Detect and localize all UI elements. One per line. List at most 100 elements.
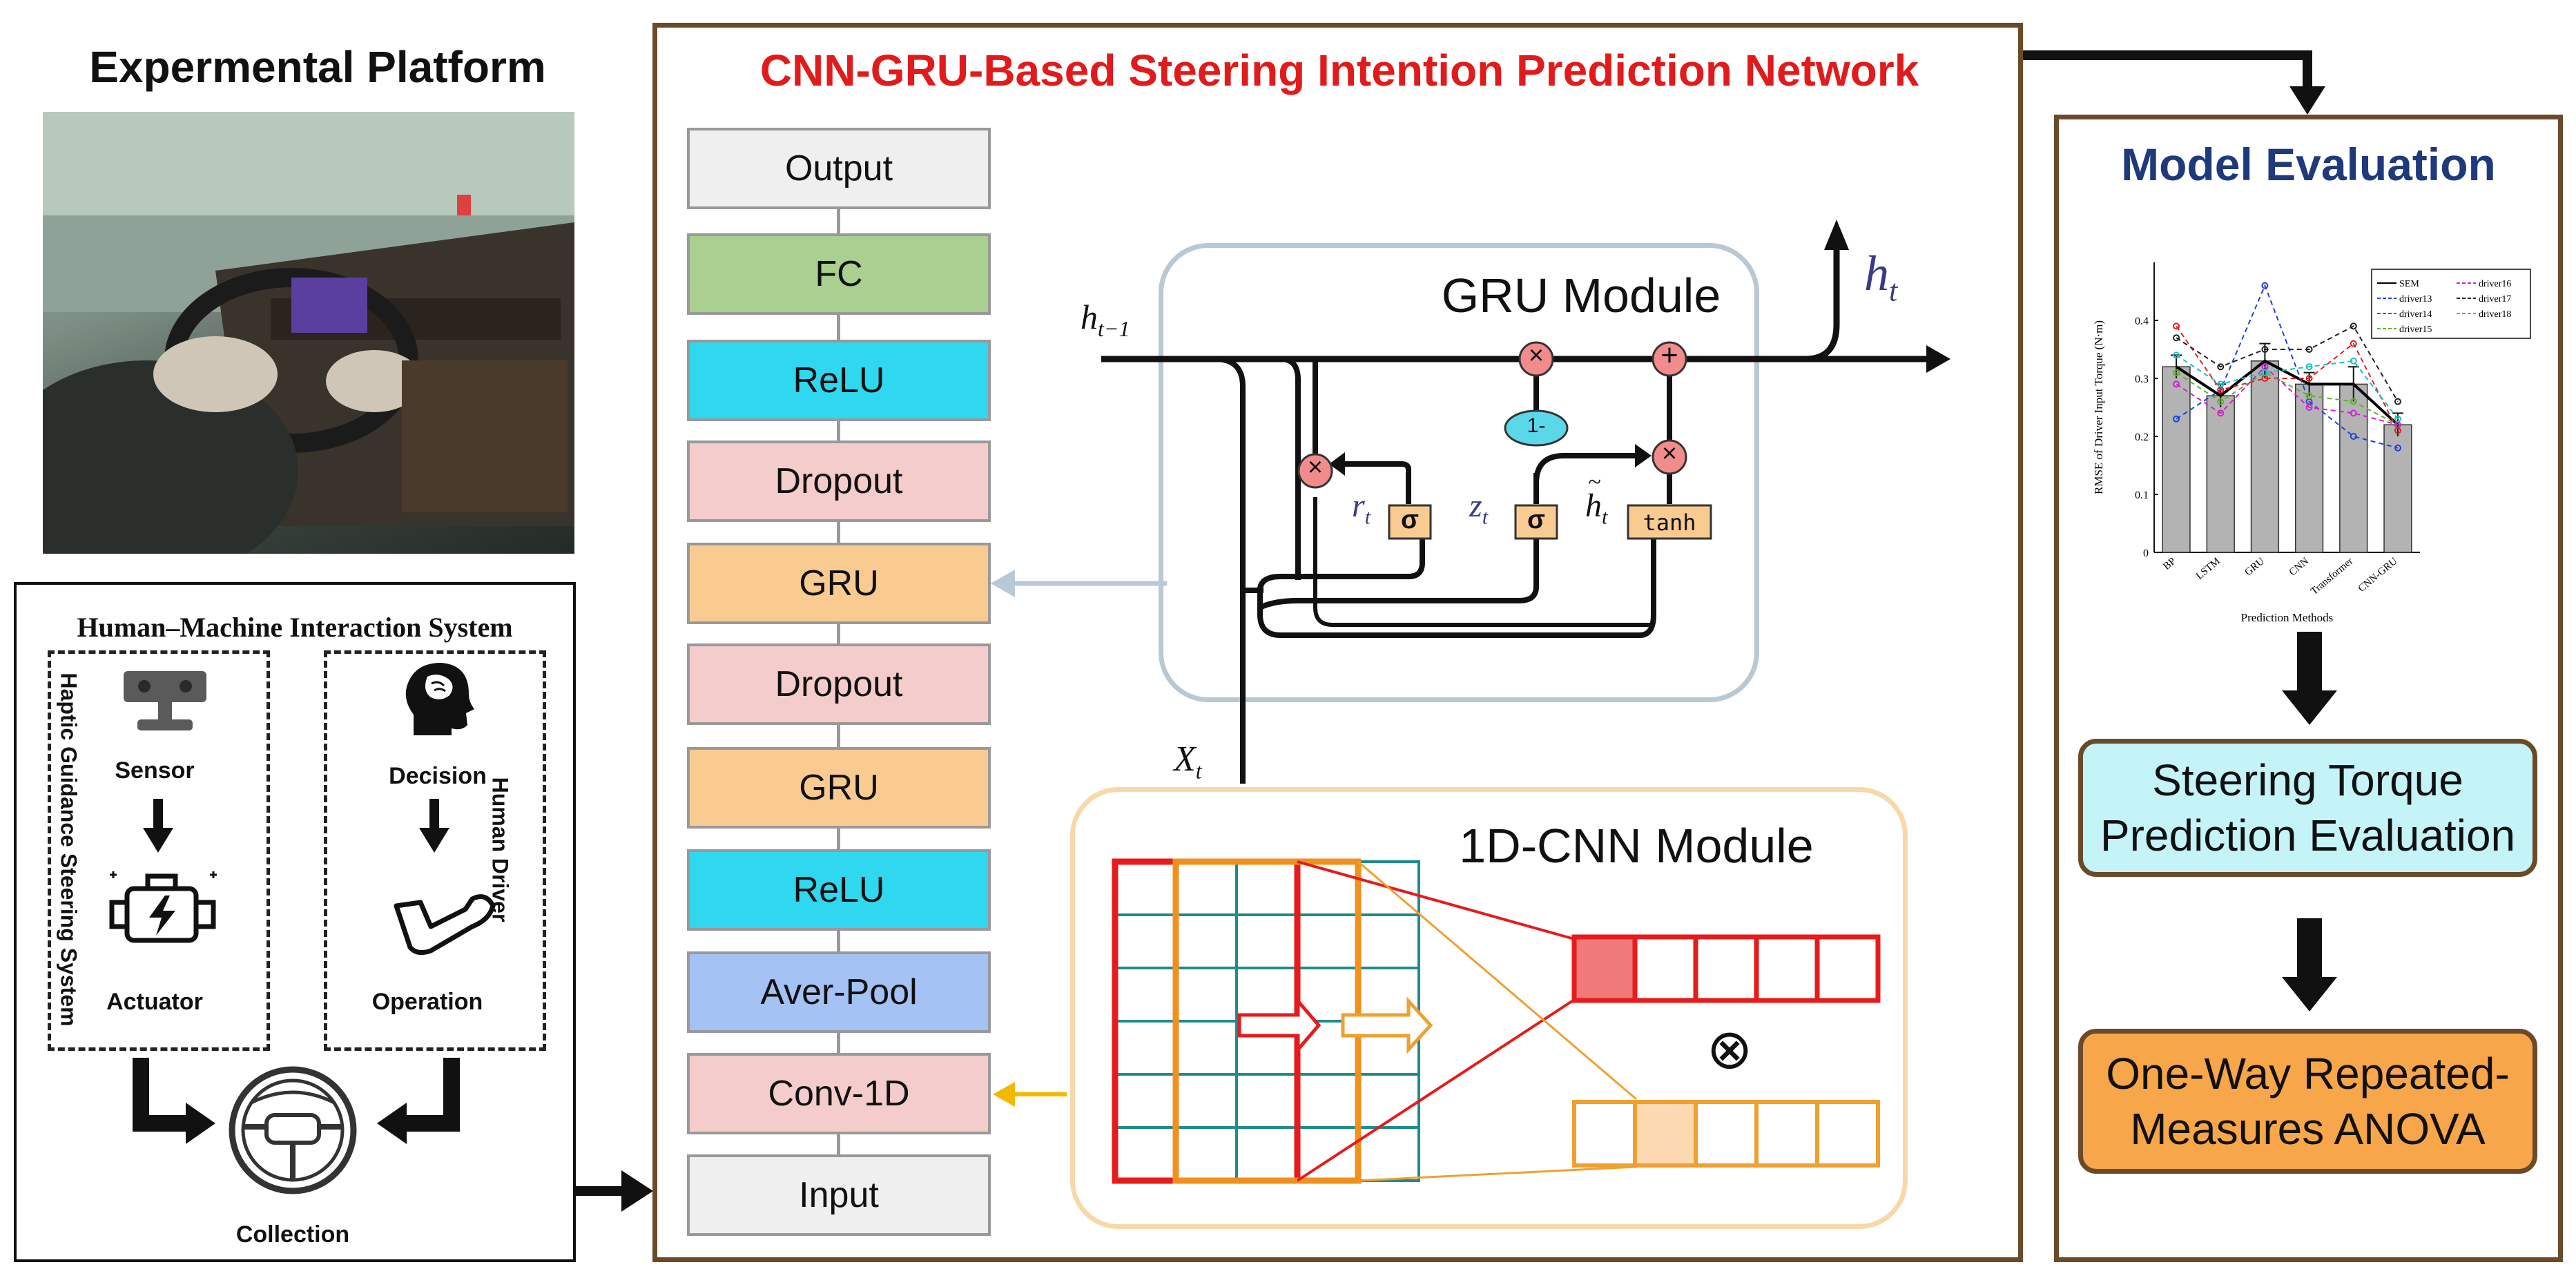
series-point-driver17 — [2261, 346, 2269, 353]
platform-title: Expermental Platform — [89, 42, 546, 92]
series-point-driver16 — [2350, 409, 2357, 417]
series-point-driver13 — [2173, 415, 2180, 423]
actuator-label: Actuator — [106, 989, 203, 1015]
x-tick-label: GRU — [2243, 556, 2267, 579]
platform-photo — [43, 112, 574, 554]
x-tick-label: BP — [2161, 556, 2178, 572]
x-input-label: Xt — [1174, 739, 1202, 784]
sigma-gate-r: σ — [1401, 505, 1419, 534]
multiply-op: × — [1661, 439, 1678, 468]
convolution-op: ⊗ — [1706, 1018, 1753, 1080]
series-point-driver18 — [2173, 351, 2180, 359]
y-tick-label: 0.4 — [2135, 316, 2149, 327]
candidate-label: ~ht — [1585, 469, 1608, 529]
operation-label: Operation — [371, 989, 483, 1015]
rmse-chart: 0 0.1 0.2 0.3 0.4 RMSE of Driver Input Torque… — [2092, 262, 2531, 624]
add-op: + — [1660, 338, 1678, 372]
series-point-driver14 — [2173, 322, 2180, 330]
legend-entry: driver16 — [2479, 279, 2511, 289]
human-driver-group — [324, 650, 546, 1051]
series-point-driver18 — [2261, 369, 2269, 376]
layer-input: Input — [687, 1154, 991, 1236]
hmi-title: Human–Machine Interaction System — [77, 612, 513, 643]
cnn-module-box — [1070, 787, 1908, 1229]
arrow-down-icon — [2282, 632, 2337, 725]
series-point-driver17 — [2394, 398, 2401, 405]
steering-wheel-icon — [229, 1066, 357, 1194]
r-gate-label: rt — [1352, 487, 1371, 529]
layer-aver-pool: Aver-Pool — [687, 951, 991, 1033]
series-point-driver18 — [2217, 380, 2225, 388]
series-point-driver17 — [2305, 346, 2313, 353]
series-line-driver14 — [2176, 325, 2399, 432]
elbow-arrow-icon — [377, 1058, 460, 1144]
network-panel — [652, 23, 2023, 1262]
layer-relu: ReLU — [687, 849, 991, 931]
series-point-driver17 — [2350, 322, 2357, 330]
y-axis-label: RMSE of Driver Input Torque (N·m) — [2092, 320, 2105, 494]
legend-box — [2371, 269, 2531, 339]
legend-entry: driver15 — [2399, 325, 2432, 335]
series-point-driver15 — [2350, 398, 2357, 405]
sigma-gate-z: σ — [1527, 505, 1545, 534]
anova-box: One-Way Repeated-Measures ANOVA — [2078, 1029, 2537, 1174]
legend-entry: driver14 — [2399, 309, 2432, 320]
series-point-driver13 — [2350, 433, 2357, 440]
series-point-driver18 — [2394, 415, 2401, 423]
series-point-driver13 — [2394, 444, 2401, 452]
layer-dropout: Dropout — [687, 440, 991, 522]
torque-evaluation-box: Steering Torque Prediction Evaluation — [2078, 739, 2537, 877]
series-point-driver16 — [2173, 380, 2180, 388]
layer-relu: ReLU — [687, 340, 991, 421]
y-tick-label: 0 — [2143, 548, 2149, 559]
decision-label: Decision — [389, 763, 487, 789]
arrow-elbow-right-icon — [2023, 50, 2325, 115]
h-out-label: ht — [1864, 246, 1898, 308]
bar — [2206, 395, 2235, 553]
collection-label: Collection — [235, 1221, 350, 1248]
bar — [2250, 360, 2280, 553]
elbow-arrow-icon — [133, 1058, 215, 1144]
network-title: CNN-GRU-Based Steering Intention Predict… — [759, 46, 1919, 95]
y-tick-label: 0.1 — [2135, 490, 2149, 501]
hmi-system-panel: Human–Machine Interaction System Haptic … — [14, 582, 576, 1262]
evaluation-title: Model Evaluation — [2121, 139, 2496, 190]
series-point-driver16 — [2217, 409, 2225, 417]
legend-entry: driver13 — [2399, 294, 2432, 304]
bar — [2339, 383, 2368, 553]
series-point-driver15 — [2305, 392, 2313, 400]
evaluation-panel — [2054, 115, 2563, 1262]
series-line-driver13 — [2176, 283, 2399, 449]
arrow-down-icon — [2282, 918, 2337, 1011]
x-tick-label: LSTM — [2194, 556, 2222, 582]
sensor-label: Sensor — [115, 757, 195, 784]
x-tick-label: Transformer — [2309, 556, 2355, 597]
arrow-down-icon — [143, 799, 173, 853]
series-line-driver16 — [2176, 365, 2399, 426]
layer-dropout: Dropout — [687, 643, 991, 725]
sensor-icon — [124, 671, 206, 730]
multiply-op: × — [1528, 341, 1544, 370]
y-tick-label: 0.2 — [2135, 432, 2149, 443]
layer-output: Output — [687, 128, 991, 209]
legend-entry: SEM — [2399, 279, 2419, 289]
x-tick-label: CNN — [2287, 556, 2312, 579]
series-point-driver16 — [2305, 404, 2313, 411]
x-axis-label: Prediction Methods — [2241, 611, 2334, 624]
tanh-gate: tanh — [1643, 510, 1696, 536]
cnn-module-title: 1D-CNN Module — [1459, 819, 1814, 873]
series-line-SEM — [2175, 359, 2399, 426]
arrow-down-icon — [419, 799, 449, 853]
series-point-driver18 — [2350, 357, 2357, 365]
series-point-driver14 — [2350, 340, 2357, 347]
legend-entry: driver18 — [2479, 309, 2511, 320]
arrow-right-icon — [573, 1170, 653, 1212]
y-tick-label: 0.3 — [2135, 374, 2149, 385]
layer-fc: FC — [687, 233, 991, 315]
h-prev-label: ht−1 — [1081, 298, 1130, 341]
simulator-photo-illustration — [43, 112, 574, 554]
layer-gru: GRU — [687, 747, 991, 829]
gru-module-title: GRU Module — [1441, 269, 1721, 322]
